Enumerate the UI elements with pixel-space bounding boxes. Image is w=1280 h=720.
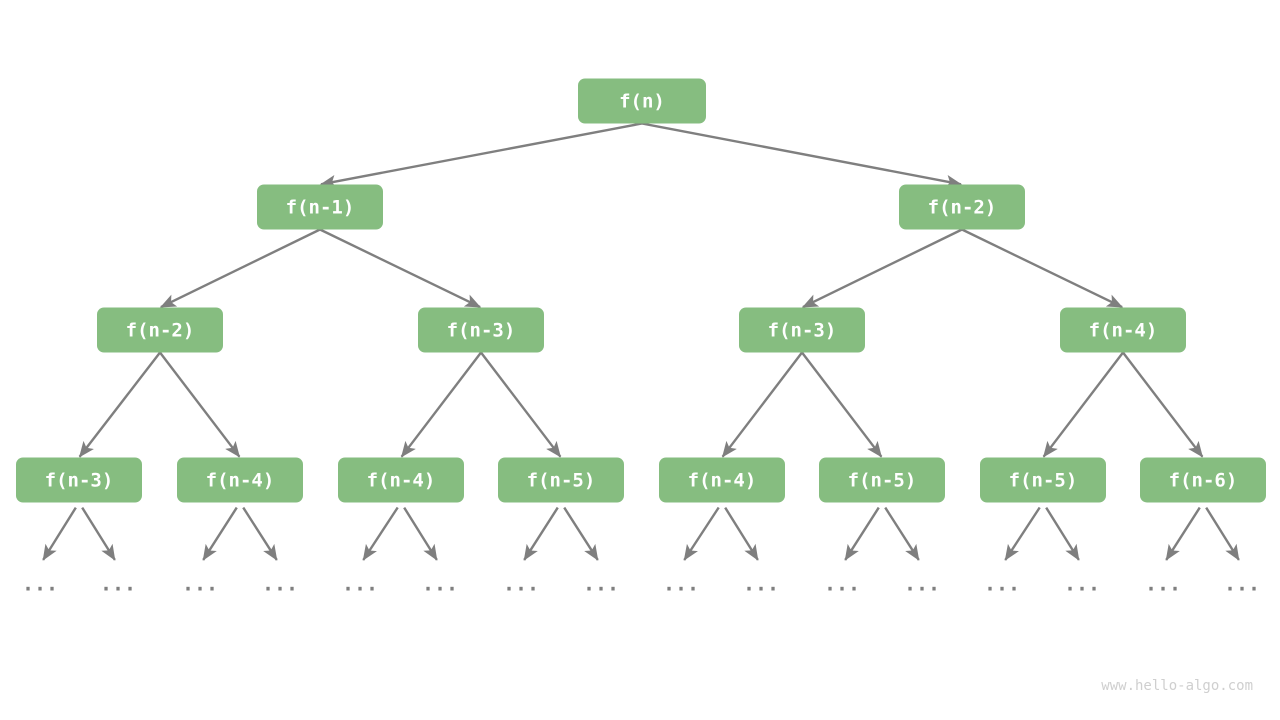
- tree-node-label: f(n-5): [848, 470, 917, 492]
- ellipsis-layer: ........................................…: [22, 572, 1260, 596]
- tree-edge-to-ellipsis: [683, 506, 720, 561]
- tree-node[interactable]: f(n-5): [980, 457, 1106, 503]
- tree-node-box[interactable]: [177, 457, 303, 503]
- tree-node-label: f(n-4): [206, 470, 275, 492]
- tree-node[interactable]: f(n-6): [1140, 457, 1266, 503]
- tree-node-label: f(n): [619, 91, 665, 113]
- tree-node-box[interactable]: [16, 457, 142, 503]
- tree-node-label: f(n-1): [286, 197, 355, 219]
- tree-node-box[interactable]: [659, 457, 785, 503]
- ellipsis-label: ...: [100, 572, 136, 596]
- ellipsis-label: ...: [904, 572, 940, 596]
- tree-node-box[interactable]: [578, 78, 706, 124]
- tree-node[interactable]: f(n-2): [97, 307, 223, 353]
- tree-node-box[interactable]: [418, 307, 544, 353]
- ellipsis-label: ...: [262, 572, 298, 596]
- ellipsis-label: ...: [824, 572, 860, 596]
- ellipsis-label: ...: [422, 572, 458, 596]
- tree-node[interactable]: f(n-3): [16, 457, 142, 503]
- tree-node[interactable]: f(n-2): [899, 184, 1025, 230]
- tree-edge: [802, 228, 963, 309]
- tree-edge-to-ellipsis: [42, 506, 77, 561]
- tree-node-label: f(n-6): [1169, 470, 1238, 492]
- tree-node-label: f(n-3): [45, 470, 114, 492]
- tree-node[interactable]: f(n-5): [498, 457, 624, 503]
- tree-node-box[interactable]: [1140, 457, 1266, 503]
- tree-node[interactable]: f(n-4): [1060, 307, 1186, 353]
- tree-node[interactable]: f(n-4): [177, 457, 303, 503]
- tree-edge-to-ellipsis: [81, 506, 116, 561]
- tree-edge: [319, 228, 481, 309]
- ellipsis-label: ...: [182, 572, 218, 596]
- tree-node-label: f(n-4): [688, 470, 757, 492]
- ellipsis-label: ...: [583, 572, 619, 596]
- tree-node-label: f(n-4): [1089, 320, 1158, 342]
- ellipsis-label: ...: [1064, 572, 1100, 596]
- tree-edge: [160, 228, 321, 309]
- ellipsis-label: ...: [503, 572, 539, 596]
- tree-node[interactable]: f(n-4): [659, 457, 785, 503]
- tree-edge: [801, 351, 883, 458]
- ellipsis-label: ...: [743, 572, 779, 596]
- tree-node-box[interactable]: [338, 457, 464, 503]
- tree-edge-to-ellipsis: [1165, 506, 1201, 561]
- ellipsis-edges-layer: [42, 506, 1240, 561]
- ellipsis-label: ...: [1145, 572, 1181, 596]
- tree-node-box[interactable]: [980, 457, 1106, 503]
- tree-edge: [159, 351, 241, 458]
- tree-edge-to-ellipsis: [724, 506, 759, 561]
- ellipsis-label: ...: [342, 572, 378, 596]
- tree-node-label: f(n-2): [928, 197, 997, 219]
- tree-node[interactable]: f(n-3): [739, 307, 865, 353]
- tree-edge: [641, 122, 962, 189]
- tree-node-box[interactable]: [739, 307, 865, 353]
- tree-node-label: f(n-2): [126, 320, 195, 342]
- tree-edge-to-ellipsis: [563, 506, 599, 561]
- tree-edge-to-ellipsis: [362, 506, 399, 561]
- tree-node[interactable]: f(n-4): [338, 457, 464, 503]
- tree-edge-to-ellipsis: [403, 506, 438, 561]
- tree-node-box[interactable]: [1060, 307, 1186, 353]
- tree-node-box[interactable]: [97, 307, 223, 353]
- tree-node[interactable]: f(n-3): [418, 307, 544, 353]
- tree-edge-to-ellipsis: [242, 506, 278, 561]
- tree-edge-to-ellipsis: [1205, 506, 1240, 561]
- tree-edge: [400, 351, 482, 458]
- tree-edge: [320, 122, 643, 189]
- ellipsis-label: ...: [984, 572, 1020, 596]
- tree-edge-to-ellipsis: [884, 506, 920, 561]
- edges-layer: [78, 122, 1204, 458]
- tree-edge: [1122, 351, 1204, 458]
- tree-node-label: f(n-3): [447, 320, 516, 342]
- tree-edge-to-ellipsis: [202, 506, 238, 561]
- tree-node-label: f(n-4): [367, 470, 436, 492]
- tree-edge-to-ellipsis: [523, 506, 559, 561]
- nodes-layer: f(n) f(n-1) f(n-2) f(n-2) f(n-3) f(n-3) f(n-4)…: [16, 78, 1266, 503]
- ellipsis-label: ...: [663, 572, 699, 596]
- tree-node[interactable]: f(n): [578, 78, 706, 124]
- tree-node-box[interactable]: [498, 457, 624, 503]
- tree-node-box[interactable]: [257, 184, 383, 230]
- tree-node-box[interactable]: [819, 457, 945, 503]
- tree-node[interactable]: f(n-5): [819, 457, 945, 503]
- tree-edge: [78, 351, 161, 458]
- tree-edge: [1042, 351, 1124, 458]
- tree-node-label: f(n-5): [1009, 470, 1078, 492]
- tree-node-label: f(n-3): [768, 320, 837, 342]
- tree-edge-to-ellipsis: [1045, 506, 1080, 561]
- tree-node-box[interactable]: [899, 184, 1025, 230]
- tree-edge-to-ellipsis: [1004, 506, 1041, 561]
- tree-edge: [721, 351, 803, 458]
- watermark-label: www.hello-algo.com: [1101, 678, 1253, 694]
- ellipsis-label: ...: [1224, 572, 1260, 596]
- tree-edge: [480, 351, 562, 458]
- tree-node[interactable]: f(n-1): [257, 184, 383, 230]
- tree-node-label: f(n-5): [527, 470, 596, 492]
- tree-edge: [961, 228, 1123, 309]
- ellipsis-label: ...: [22, 572, 58, 596]
- tree-edge-to-ellipsis: [844, 506, 880, 561]
- watermark-layer: www.hello-algo.com: [1101, 678, 1253, 694]
